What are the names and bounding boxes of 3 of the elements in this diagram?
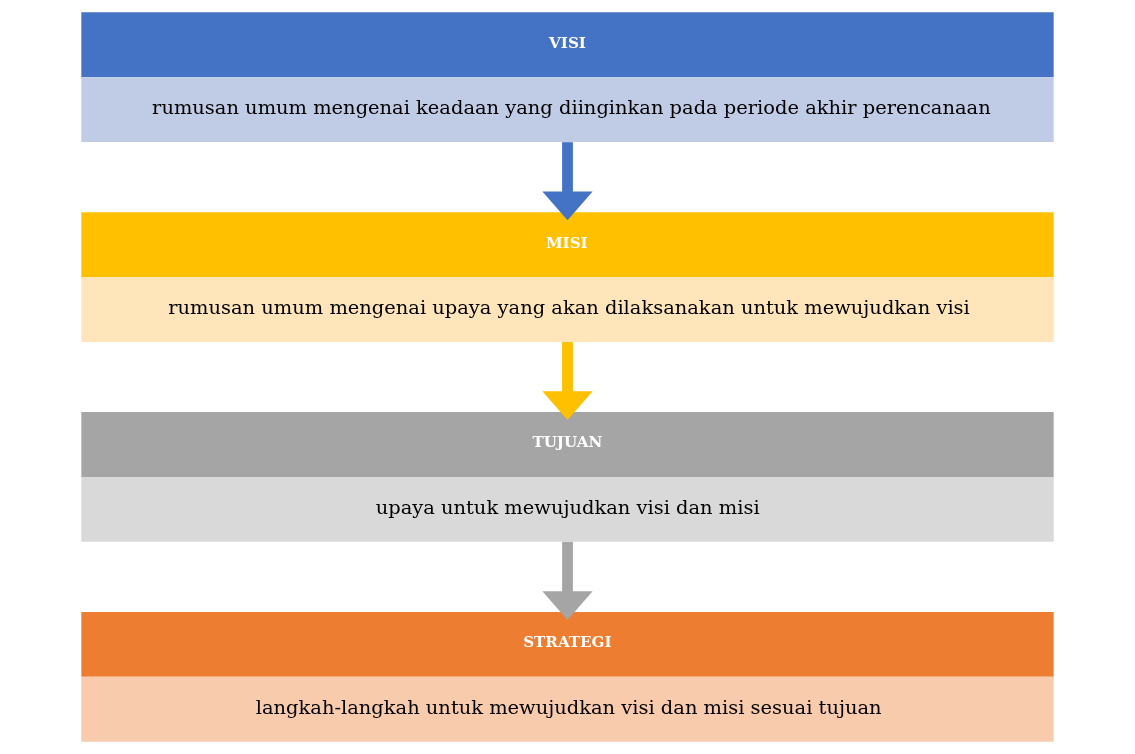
arrow	[542, 342, 593, 421]
arrow	[542, 142, 593, 221]
arrow	[542, 541, 593, 620]
